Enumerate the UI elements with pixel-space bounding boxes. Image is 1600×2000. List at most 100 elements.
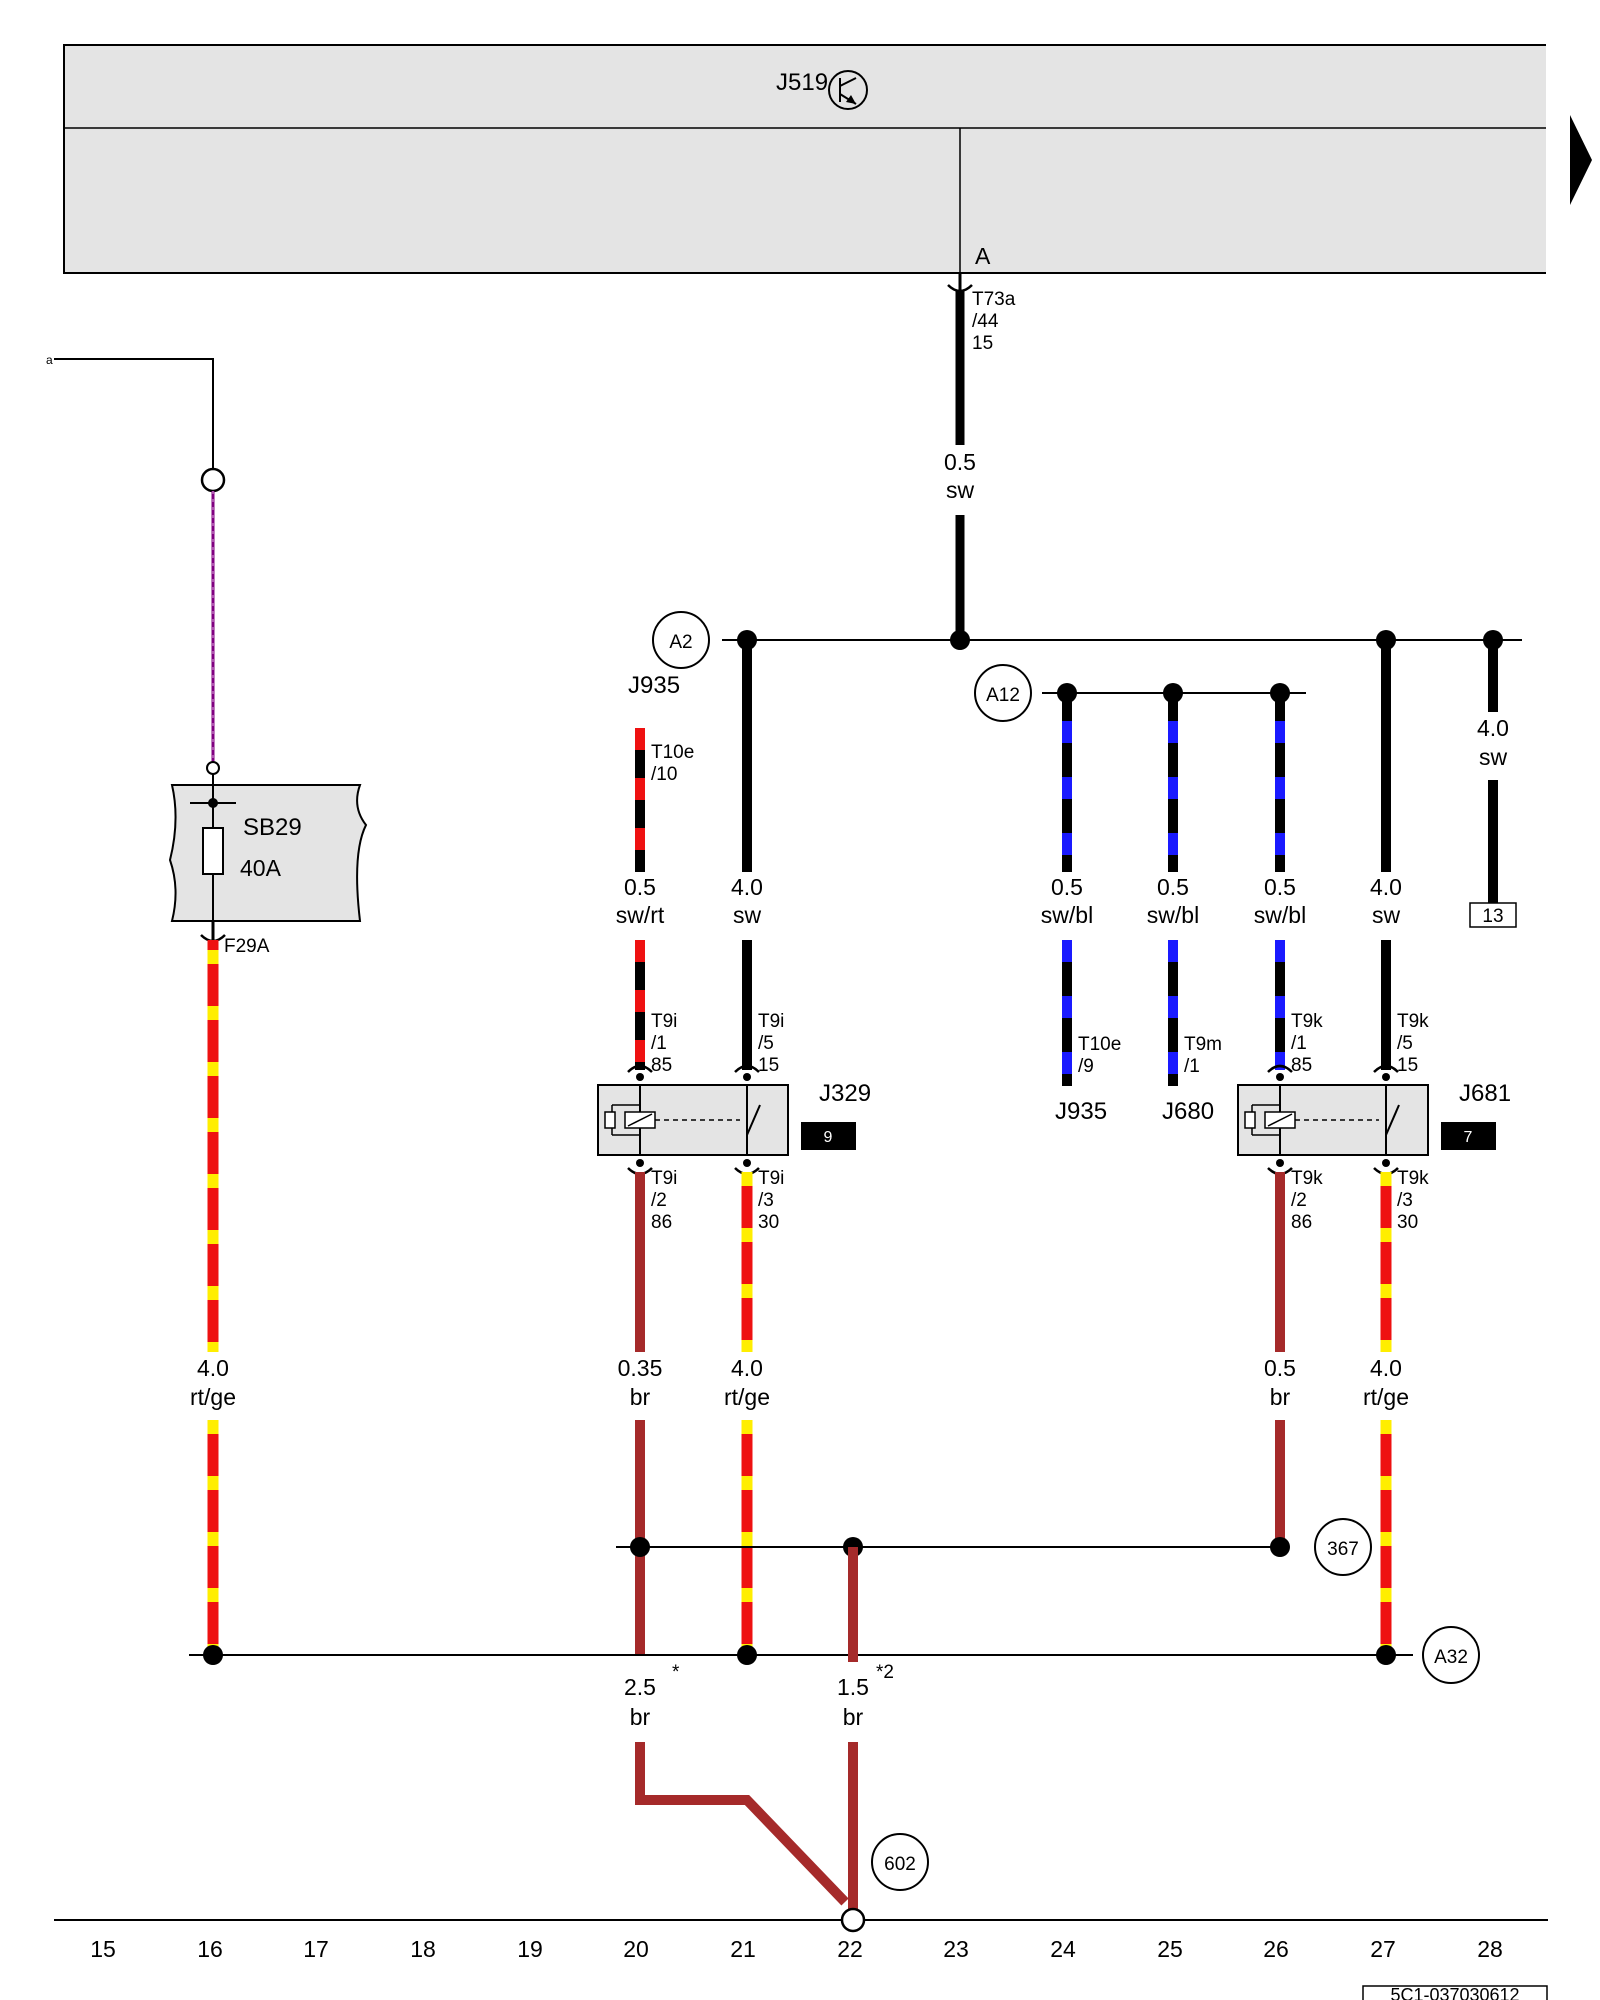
wire-16-color: rt/ge bbox=[190, 1384, 236, 1410]
circle-a2: A2 bbox=[652, 611, 710, 669]
column-number: 23 bbox=[943, 1936, 969, 1962]
wire-20-size: 0.35 bbox=[618, 1355, 663, 1381]
column-number: 26 bbox=[1263, 1936, 1289, 1962]
j329-in1-pin: /1 bbox=[651, 1033, 667, 1054]
relay1-label: J329 bbox=[819, 1080, 871, 1107]
wire-28-color: sw bbox=[1479, 744, 1508, 770]
connector-t10e-name: T10e bbox=[651, 742, 694, 763]
wire-24-size: 0.5 bbox=[1051, 874, 1083, 900]
j329-in5-name: T9i bbox=[758, 1011, 784, 1032]
circle-a32: A32 bbox=[1422, 1626, 1480, 1684]
column-number: 25 bbox=[1157, 1936, 1183, 1962]
j329-in1-name: T9i bbox=[651, 1011, 677, 1032]
transistor-icon bbox=[828, 70, 868, 110]
doc-code: 5C1-037030612 bbox=[1390, 1985, 1519, 2000]
column-number: 24 bbox=[1050, 1936, 1076, 1962]
j329-out2-name: T9i bbox=[651, 1168, 677, 1189]
relay1-badge: 9 bbox=[824, 1129, 833, 1146]
connector-t10e9-name: T10e bbox=[1078, 1034, 1121, 1055]
circle-a32-label: A32 bbox=[1434, 1647, 1468, 1668]
wire-27-color: sw bbox=[1372, 902, 1401, 928]
wire-main-size: 0.5 bbox=[944, 449, 976, 475]
column-number: 28 bbox=[1477, 1936, 1503, 1962]
wire-27b-color: rt/ge bbox=[1363, 1384, 1409, 1410]
j681-out3-name: T9k bbox=[1397, 1168, 1429, 1189]
connector-t9m-pin: /1 bbox=[1184, 1056, 1200, 1077]
wire-26b-size: 0.5 bbox=[1264, 1355, 1296, 1381]
wire-27-size: 4.0 bbox=[1370, 874, 1402, 900]
j681-in5-pin: /5 bbox=[1397, 1033, 1413, 1054]
column-number: 15 bbox=[90, 1936, 116, 1962]
j681-out2-pin: /2 bbox=[1291, 1190, 1307, 1211]
wire-21b-size: 4.0 bbox=[731, 1355, 763, 1381]
circle-a12: A12 bbox=[974, 664, 1032, 722]
j935-top-label: J935 bbox=[628, 672, 680, 699]
j329-out3-name: T9i bbox=[758, 1168, 784, 1189]
column-number: 19 bbox=[517, 1936, 543, 1962]
column-number: 16 bbox=[197, 1936, 223, 1962]
connector-t73a-name: T73a bbox=[972, 289, 1016, 310]
feed-line-a bbox=[54, 358, 214, 480]
pin-letter: A bbox=[975, 243, 991, 269]
circle-602-label: 602 bbox=[884, 1854, 916, 1875]
j681-in5-name: T9k bbox=[1397, 1011, 1429, 1032]
j681-in1-name: T9k bbox=[1291, 1011, 1323, 1032]
connector-t73a-term: 15 bbox=[972, 333, 993, 354]
j329-out3-pin: /3 bbox=[758, 1190, 774, 1211]
fuse-block-sb29: SB29 40A bbox=[168, 774, 368, 922]
column-number: 27 bbox=[1370, 1936, 1396, 1962]
j681-out2-term: 86 bbox=[1291, 1212, 1312, 1233]
column-number: 21 bbox=[730, 1936, 756, 1962]
circle-602: 602 bbox=[871, 1833, 929, 1891]
wire-main-color: sw bbox=[946, 477, 975, 503]
ground-point bbox=[840, 1907, 866, 1933]
j935-bottom-label: J935 bbox=[1055, 1098, 1107, 1125]
wire-28-size: 4.0 bbox=[1477, 715, 1509, 741]
j680-label: J680 bbox=[1162, 1098, 1214, 1125]
relay-j681 bbox=[1237, 1084, 1429, 1156]
j681-out3-term: 30 bbox=[1397, 1212, 1418, 1233]
wire-ground2-size: 1.5 bbox=[837, 1674, 869, 1700]
column-number: 22 bbox=[837, 1936, 863, 1962]
control-module-j519: J519 A bbox=[63, 40, 1556, 280]
column-numbers: 15 16 17 18 19 20 21 22 23 24 25 26 27 2… bbox=[90, 1936, 1503, 1962]
wire-ground2-color: br bbox=[843, 1704, 864, 1730]
relay2-badge: 7 bbox=[1464, 1129, 1473, 1146]
wire-26-size: 0.5 bbox=[1264, 874, 1296, 900]
wire-27b-size: 4.0 bbox=[1370, 1355, 1402, 1381]
circle-367: 367 bbox=[1314, 1518, 1372, 1576]
ref-box-13-label: 13 bbox=[1482, 906, 1503, 927]
j329-out3-term: 30 bbox=[758, 1212, 779, 1233]
j681-in1-pin: /1 bbox=[1291, 1033, 1307, 1054]
wire-16-size: 4.0 bbox=[197, 1355, 229, 1381]
wire-ground1-size: 2.5 bbox=[624, 1674, 656, 1700]
wire-ground1-color: br bbox=[630, 1704, 651, 1730]
wire-26b-color: br bbox=[1270, 1384, 1291, 1410]
circle-a12-label: A12 bbox=[986, 685, 1020, 706]
connector-t73a-pin: /44 bbox=[972, 311, 999, 332]
j329-in1-term: 85 bbox=[651, 1055, 672, 1076]
wire-25-color: sw/bl bbox=[1147, 902, 1199, 928]
line-ref-a: a bbox=[46, 353, 53, 367]
j329-out2-pin: /2 bbox=[651, 1190, 667, 1211]
connector-t10e9-pin: /9 bbox=[1078, 1056, 1094, 1077]
circle-a2-label: A2 bbox=[669, 632, 692, 653]
j329-out2-term: 86 bbox=[651, 1212, 672, 1233]
module-label: J519 bbox=[776, 69, 828, 96]
wire-24-color: sw/bl bbox=[1041, 902, 1093, 928]
doc-code-box bbox=[1362, 1985, 1548, 2000]
j681-in1-term: 85 bbox=[1291, 1055, 1312, 1076]
relay2-label: J681 bbox=[1459, 1080, 1511, 1107]
fuse-icon bbox=[202, 827, 224, 875]
connector-t9m-name: T9m bbox=[1184, 1034, 1222, 1055]
column-number: 18 bbox=[410, 1936, 436, 1962]
connector-t10e-pin: /10 bbox=[651, 764, 677, 785]
column-number: 17 bbox=[303, 1936, 329, 1962]
wire-21-color: sw bbox=[733, 902, 762, 928]
column-number: 20 bbox=[623, 1936, 649, 1962]
wire-26-color: sw/bl bbox=[1254, 902, 1306, 928]
continuation-arrow bbox=[1570, 115, 1592, 205]
wire-ground1-route bbox=[635, 1742, 849, 1906]
fuse-rating: 40A bbox=[240, 855, 282, 881]
